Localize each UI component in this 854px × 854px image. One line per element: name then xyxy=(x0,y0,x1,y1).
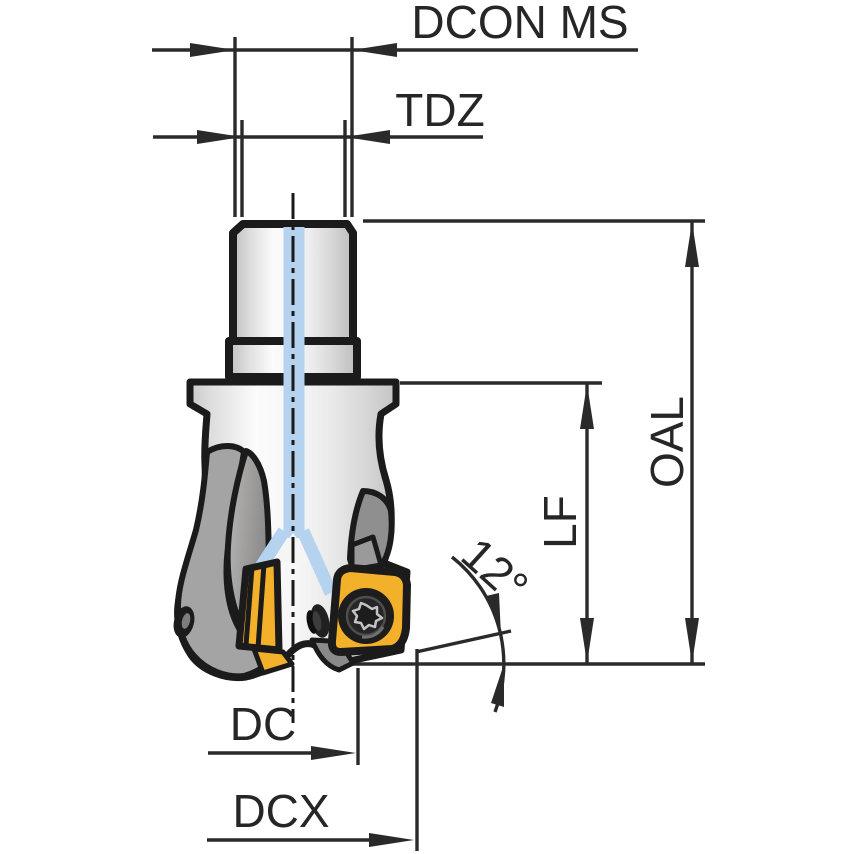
dcx-label: DCX xyxy=(232,785,329,837)
angle-label: 12° xyxy=(452,527,538,612)
oal-label: OAL xyxy=(641,396,693,488)
dc-arrow xyxy=(311,746,356,760)
angle-reference-line xyxy=(415,629,512,654)
dimension-angle xyxy=(415,555,512,713)
dimension-lf xyxy=(400,381,602,663)
right-pocket-shoulder xyxy=(349,534,384,573)
dimension-tdz xyxy=(153,120,483,217)
dimension-dc xyxy=(208,668,360,765)
oal-arrow-up xyxy=(685,222,699,267)
left-edge-notch-inner xyxy=(181,613,191,629)
side-screw-shade xyxy=(312,611,322,631)
side-screw xyxy=(306,604,330,638)
dimension-oal xyxy=(350,219,705,666)
left-insert-facet-1 xyxy=(243,566,255,646)
tool-drawing xyxy=(173,193,411,723)
dcon-arrow-right xyxy=(352,43,397,57)
dc-label: DC xyxy=(230,698,296,750)
left-insert xyxy=(235,558,295,676)
front-insert xyxy=(327,564,411,656)
lf-arrow-down xyxy=(580,618,594,663)
angle-arrow-upper xyxy=(486,593,501,636)
dcx-arrow xyxy=(369,833,414,847)
left-insert-tip xyxy=(251,646,295,676)
dimension-labels: DCON MS TDZ OAL LF 12° DC DCX xyxy=(230,0,693,837)
lf-arrow-up xyxy=(580,384,594,429)
angle-arrow-lower xyxy=(491,664,504,707)
dimension-lines xyxy=(152,37,705,851)
tdz-arrow-left xyxy=(197,130,242,144)
dimension-dcon-ms xyxy=(152,37,638,217)
oal-arrow-down xyxy=(685,618,699,663)
tdz-label: TDZ xyxy=(395,84,484,136)
dcon-arrow-left xyxy=(190,43,235,57)
torx-screw-highlight xyxy=(361,626,385,639)
dcon-ms-label: DCON MS xyxy=(411,0,628,48)
dimension-dcx xyxy=(207,649,419,851)
tdz-arrow-right xyxy=(345,130,390,144)
lf-label: LF xyxy=(534,495,586,549)
left-insert-facet-2 xyxy=(255,563,267,649)
torx-socket-star xyxy=(351,601,384,631)
coolant-branch-right xyxy=(297,528,337,596)
